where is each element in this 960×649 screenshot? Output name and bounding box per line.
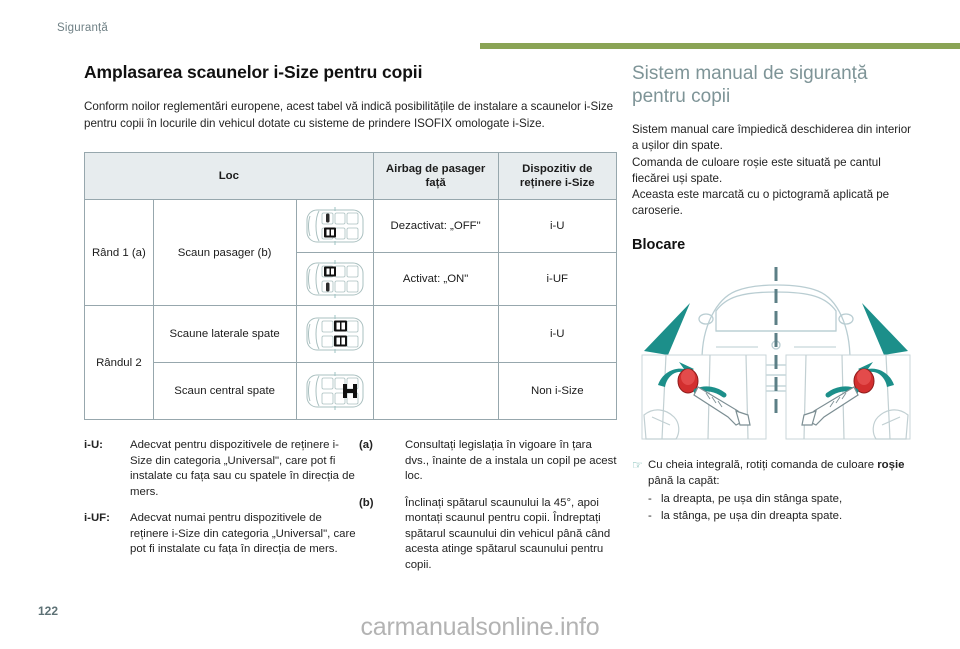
paragraph: Sistem manual care împiedică deschiderea… (632, 123, 912, 153)
seat-label-scaun-central: Scaun central spate (152, 362, 297, 420)
column-header-loc: Loc (84, 152, 374, 200)
door-lock-illustration (632, 265, 920, 443)
device-value-non-i-size: Non i-Size (497, 362, 618, 420)
row-label-randul-2: Rândul 2 (84, 305, 154, 420)
footnote-tag: i-UF: (84, 512, 110, 524)
instruction-lead: ☞ Cu cheia integrală, rotiți comanda de … (632, 457, 920, 489)
footnotes-left-column: i-U: Adecvat pentru dispozitivele de reț… (84, 438, 359, 584)
table-row: Rândul 2 Scaune laterale spate (84, 305, 618, 420)
page-number: 122 (38, 604, 59, 618)
paragraph: Aceasta este marcată cu o pictogramă apl… (632, 188, 890, 218)
instruction-lead-bold: roșie (877, 458, 905, 471)
column-header-airbag: Airbag de pasager față (372, 152, 499, 200)
instruction-text: Cu cheia integrală, rotiți comanda de cu… (648, 457, 920, 489)
child-seat-marker (333, 320, 347, 347)
subsection-title: Blocare (632, 236, 686, 253)
pictogram-cell-rear-centre-seat (295, 362, 374, 420)
instruction-lead-after: până la capăt: (648, 474, 720, 487)
section-title: Sistem manual de siguranță pentru copii (632, 63, 868, 107)
column-header-device: Dispozitiv de reținere i-Size (497, 152, 618, 200)
airbag-status-off: Dezactivat: „OFF" (372, 199, 499, 253)
child-seat-marker (323, 266, 336, 277)
isofix-table: Loc Airbag de pasager față Dispozitiv de… (84, 152, 618, 420)
table-row: Rând 1 (a) Scaun pasager (b) (84, 199, 618, 306)
pointing-hand-icon: ☞ (632, 457, 643, 472)
footnote-tag: (b) (359, 496, 374, 509)
right-column: Sistem manual de siguranță pentru copii … (632, 62, 920, 525)
row-label-rand-1: Rând 1 (a) (84, 199, 154, 306)
dash-marker: - (648, 509, 652, 522)
airbag-status-on: Activat: „ON" (372, 252, 499, 306)
car-top-view-front-passenger-airbag-on-icon (306, 260, 364, 298)
list-item-label: la dreapta, pe ușa din stânga spate, (661, 492, 843, 505)
pictogram-cell-front-airbag-off (295, 199, 374, 253)
instruction-lead-before: Cu cheia integrală, rotiți comanda de cu… (648, 458, 878, 471)
intro-paragraph: Conform noilor reglementări europene, ac… (84, 100, 614, 130)
table-header-row: Loc Airbag de pasager față Dispozitiv de… (84, 152, 618, 200)
instruction-list: -la dreapta, pe ușa din stânga spate, -l… (648, 491, 920, 525)
pictogram-cell-front-airbag-on (295, 252, 374, 306)
seat-label-scaune-laterale: Scaune laterale spate (152, 305, 297, 363)
table-row: Activat: „ON" i-UF (85, 252, 618, 306)
section-body: Sistem manual care împiedică deschiderea… (632, 122, 920, 220)
car-top-view-front-passenger-airbag-off-icon (306, 207, 364, 245)
footnote-text: Înclinați spătarul scaunului la 45°, apo… (405, 496, 611, 571)
footnote-tag: i-U: (84, 439, 103, 451)
dash-marker: - (648, 492, 652, 505)
footnote-text: Adecvat pentru dispozitivele de reținere… (130, 439, 355, 498)
car-rear-view-with-door-lock-detail-callouts-icon (641, 266, 911, 440)
footnotes: i-U: Adecvat pentru dispozitivele de reț… (84, 438, 619, 584)
child-seat-marker (342, 384, 357, 398)
watermark: carmanualsonline.info (360, 613, 600, 641)
car-top-view-rear-centre-seat-icon (306, 372, 364, 410)
airbag-status-empty (372, 362, 499, 420)
instruction-block: ☞ Cu cheia integrală, rotiți comanda de … (632, 457, 920, 525)
device-value-i-uf: i-UF (497, 252, 618, 306)
page-title: Amplasarea scaunelor i-Size pentru copii (84, 62, 423, 82)
section-label: Siguranță (57, 22, 109, 34)
detail-right (785, 354, 911, 440)
list-item-label: la stânga, pe ușa din dreapta spate. (661, 509, 843, 522)
seat-label-scaun-pasager: Scaun pasager (b) (152, 199, 297, 306)
footnote-i-uf: i-UF: Adecvat numai pentru dispozitivele… (84, 511, 359, 558)
pictogram-cell-rear-side-seats (295, 305, 374, 363)
footnote-a: (a) Consultați legislația în vigoare în … (359, 438, 617, 485)
footnote-i-u: i-U: Adecvat pentru dispozitivele de reț… (84, 438, 359, 500)
detail-left (641, 354, 767, 440)
child-seat-marker (323, 227, 336, 238)
list-item: -la stânga, pe ușa din dreapta spate. (648, 508, 920, 525)
header-rule (480, 43, 960, 49)
footnote-text: Consultați legislația în vigoare în țara… (405, 439, 617, 482)
footnote-tag: (a) (359, 439, 373, 451)
list-item: -la dreapta, pe ușa din stânga spate, (648, 491, 920, 508)
footnote-text: Adecvat numai pentru dispozitivele de re… (130, 512, 356, 555)
table-row: Scaun central spate (85, 362, 618, 420)
footnote-b: (b) Înclinați spătarul scaunului la 45°,… (359, 496, 617, 574)
device-value-i-u: i-U (497, 199, 618, 253)
left-column: Amplasarea scaunelor i-Size pentru copii… (84, 62, 619, 584)
paragraph: Comanda de culoare roșie este situată pe… (632, 155, 881, 185)
footnotes-right-column: (a) Consultați legislația în vigoare în … (359, 438, 617, 584)
device-value-i-u-rear: i-U (497, 305, 618, 363)
airbag-status-empty (372, 305, 499, 363)
car-top-view-rear-side-seats-icon (306, 315, 364, 353)
